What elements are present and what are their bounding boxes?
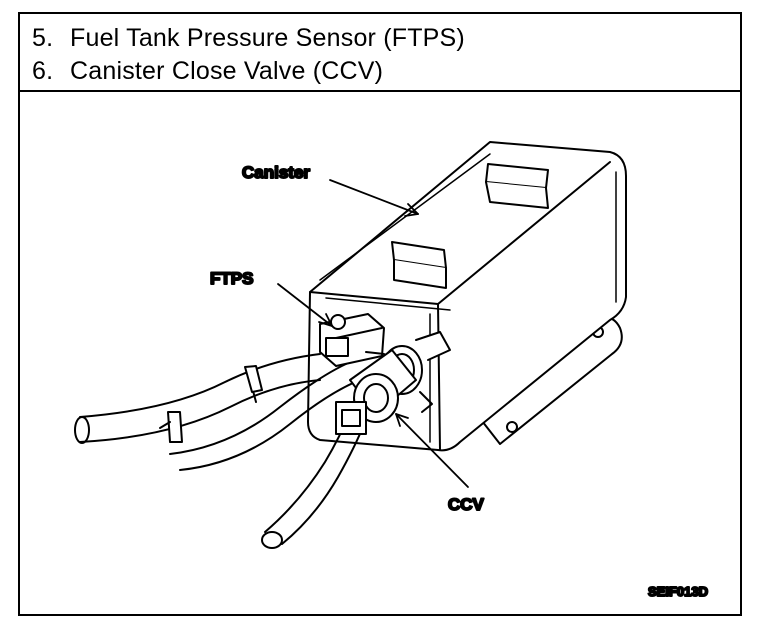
legend-item-ftps: 5. Fuel Tank Pressure Sensor (FTPS) <box>32 24 465 53</box>
callout-canister: Canister <box>242 163 310 182</box>
diagram-frame: 5. Fuel Tank Pressure Sensor (FTPS) 6. Can… <box>18 12 742 616</box>
legend-number: 6. <box>32 57 54 85</box>
callout-ftps: FTPS <box>210 269 253 288</box>
leader-lines <box>277 179 469 488</box>
legend-text: Fuel Tank Pressure Sensor (FTPS) <box>70 24 465 52</box>
ftps-sensor <box>319 313 385 367</box>
hose-clamps <box>159 365 263 443</box>
legend-number: 5. <box>32 24 54 52</box>
legend-header: 5. Fuel Tank Pressure Sensor (FTPS) 6. Can… <box>20 14 740 92</box>
figure-code: SEIF013D <box>648 584 708 599</box>
ccv-valve <box>335 331 451 435</box>
legend-text: Canister Close Valve (CCV) <box>70 57 384 85</box>
callout-ccv: CCV <box>448 495 485 514</box>
legend-item-ccv: 6. Canister Close Valve (CCV) <box>32 57 383 86</box>
canister-illustration: Canister FTPS CCV SEIF013D <box>74 141 709 600</box>
